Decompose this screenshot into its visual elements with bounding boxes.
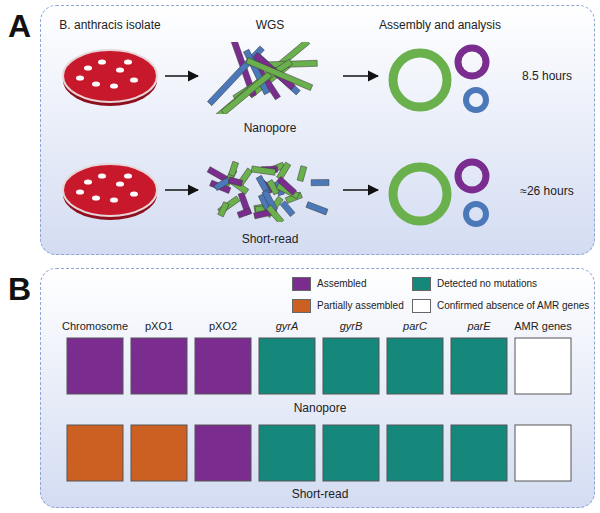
sequencing-reads [207,42,317,114]
column-heading: Chromosome [62,320,128,333]
flow-arrow [343,75,378,77]
genome-circle [393,53,447,107]
legend-swatch [292,277,311,291]
result-square [387,338,443,394]
column-heading: Assembly and analysis [379,19,501,33]
time-label: 8.5 hours [522,70,572,84]
genome-circle [466,204,486,224]
row-label: Short-read [242,233,299,247]
genome-circle [466,90,486,110]
result-square [259,425,315,481]
result-square [515,425,571,481]
row-label: Short-read [292,488,349,502]
column-heading: AMR genes [514,320,571,333]
gene-name: gyrB [340,320,363,333]
panel-background [40,5,595,255]
panel: A [40,5,595,255]
legend-swatch [412,277,431,291]
result-square [195,338,251,394]
result-square [67,425,123,481]
legend-item: Detected no mutations [412,277,537,291]
result-square [387,425,443,481]
petri-dish [63,164,157,220]
legend-swatch [412,299,431,313]
column-heading: pXO2 [209,320,237,333]
sequencing-reads [207,161,329,222]
genome-circle [458,48,486,76]
legend-item: Confirmed absence of AMR genes [412,299,589,313]
column-heading: WGS [256,19,285,33]
time-label: ≈26 hours [520,185,573,199]
gene-name: parC [403,320,427,333]
flow-arrow [165,189,198,191]
legend-swatch [292,299,311,313]
genome-circle [458,162,486,190]
legend-text: Confirmed absence of AMR genes [437,300,589,312]
gene-name: parE [467,320,490,333]
result-square [259,338,315,394]
column-heading: B. anthracis isolate [59,19,160,33]
legend-item: Assembled [292,277,366,291]
result-square [131,338,187,394]
result-square [195,425,251,481]
legend-text: Assembled [317,278,366,290]
legend-item: Partially assembled [292,299,404,313]
gene-name: gyrA [276,320,299,333]
panel-letter: B [8,273,31,305]
panel-background [40,268,595,508]
row-label: Nanopore [294,402,347,416]
panel-letter: A [8,10,31,42]
result-square [323,425,379,481]
result-square [131,425,187,481]
genome-circle [393,167,447,221]
column-heading: pXO1 [145,320,173,333]
legend-text: Detected no mutations [437,278,537,290]
result-square [515,338,571,394]
row-label: Nanopore [244,122,297,136]
result-square [451,338,507,394]
petri-dish [63,50,157,106]
result-square [67,338,123,394]
flow-arrow [165,75,198,77]
result-square [451,425,507,481]
legend-text: Partially assembled [317,300,404,312]
result-square [323,338,379,394]
flow-arrow [343,189,378,191]
